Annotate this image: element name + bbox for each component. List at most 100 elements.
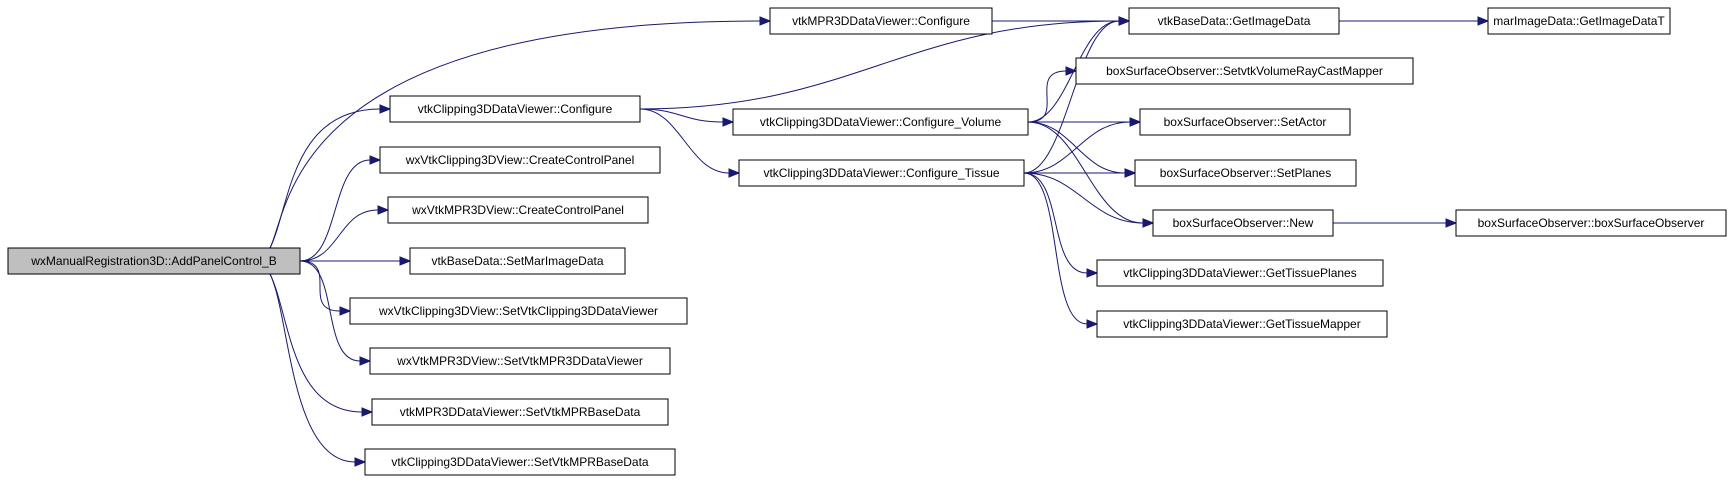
node-box [7, 247, 301, 275]
arrowhead-icon [339, 306, 352, 316]
node-label: wxManualRegistration3D::AddPanelControl_… [30, 254, 276, 268]
node-box [1134, 159, 1357, 187]
arrowhead-icon [1142, 218, 1155, 228]
edge-conf_volume-to-setplanes [1027, 121, 1137, 178]
node-setraycast[interactable]: boxSurfaceObserver::SetvtkVolumeRayCastM… [1075, 57, 1414, 85]
edge-conf_tissue-to-setactor [1023, 117, 1142, 174]
node-label: vtkClipping3DDataViewer::SetVtkMPRBaseDa… [391, 455, 649, 469]
edge-root-to-mpr_setbase [269, 273, 374, 417]
node-label: wxVtkMPR3DView::SetVtkMPR3DDataViewer [396, 354, 643, 368]
edge-root-to-clip_configure [269, 104, 392, 249]
node-bso_ctor[interactable]: boxSurfaceObserver::boxSurfaceObserver [1455, 209, 1727, 237]
edge-line [299, 159, 371, 262]
edge-line [1023, 172, 1088, 274]
node-box [1455, 209, 1727, 237]
arrowhead-icon [379, 104, 392, 114]
node-mpr_setbase[interactable]: vtkMPR3DDataViewer::SetVtkMPRBaseData [371, 398, 669, 426]
node-clip_setbase[interactable]: vtkClipping3DDataViewer::SetVtkMPRBaseDa… [364, 448, 676, 476]
node-label: boxSurfaceObserver::SetPlanes [1160, 166, 1331, 180]
edge-conf_tissue-to-gettissuemapper [1023, 172, 1099, 329]
node-label: vtkMPR3DDataViewer::Configure [792, 14, 970, 28]
node-setactor[interactable]: boxSurfaceObserver::SetActor [1139, 108, 1351, 136]
node-mpr3d_configure[interactable]: vtkMPR3DDataViewer::Configure [769, 7, 993, 35]
arrowhead-icon [399, 256, 412, 266]
arrowhead-icon [359, 356, 372, 366]
edge-line [299, 260, 341, 312]
edge-root-to-setmprviewer [299, 260, 372, 366]
edge-bso_new-to-bso_ctor [1333, 218, 1458, 228]
node-wxclip_ccp[interactable]: wxVtkClipping3DView::CreateControlPanel [379, 146, 661, 174]
node-label: boxSurfaceObserver::SetActor [1164, 115, 1327, 129]
node-label: boxSurfaceObserver::New [1173, 216, 1314, 230]
arrowhead-icon [369, 155, 382, 165]
node-box [1096, 259, 1384, 287]
edge-line [299, 260, 361, 362]
edge-conf_volume-to-bso_new [1027, 121, 1155, 228]
node-root[interactable]: wxManualRegistration3D::AddPanelControl_… [7, 247, 301, 275]
node-label: marImageData::GetImageDataT [1493, 14, 1665, 28]
arrowhead-icon [728, 168, 741, 178]
edge-conf_tissue-to-bso_new [1023, 172, 1155, 228]
edge-line [299, 209, 379, 262]
node-label: vtkMPR3DDataViewer::SetVtkMPRBaseData [400, 405, 641, 419]
node-box [1152, 209, 1334, 237]
node-clip_configure[interactable]: vtkClipping3DDataViewer::Configure [389, 95, 641, 123]
edge-root-to-wxclip_ccp [299, 155, 382, 262]
node-label: vtkClipping3DDataViewer::GetTissuePlanes [1123, 266, 1356, 280]
node-label: wxVtkClipping3DView::CreateControlPanel [405, 153, 635, 167]
edge-line [639, 20, 1120, 110]
node-label: wxVtkMPR3DView::CreateControlPanel [411, 203, 624, 217]
edge-conf_tissue-to-getimagedata [1023, 16, 1131, 174]
node-getimagedata[interactable]: vtkBaseData::GetImageData [1128, 7, 1340, 35]
edge-root-to-setmar [300, 256, 412, 266]
arrowhead-icon [377, 205, 390, 215]
edge-line [639, 108, 730, 174]
node-setclipviewer[interactable]: wxVtkClipping3DView::SetVtkClipping3DDat… [349, 297, 688, 325]
arrowhead-icon [1086, 268, 1099, 278]
node-label: boxSurfaceObserver::boxSurfaceObserver [1478, 216, 1705, 230]
arrowhead-icon [354, 457, 367, 467]
node-setmprviewer[interactable]: wxVtkMPR3DView::SetVtkMPR3DDataViewer [369, 347, 671, 375]
edge-line [1023, 172, 1088, 325]
arrowhead-icon [1065, 66, 1078, 76]
node-setplanes[interactable]: boxSurfaceObserver::SetPlanes [1134, 159, 1357, 187]
node-box [732, 108, 1029, 136]
arrowhead-icon [361, 407, 374, 417]
arrowhead-icon [759, 16, 772, 26]
edge-conf_tissue-to-gettissueplanes [1023, 172, 1099, 278]
node-bso_new[interactable]: boxSurfaceObserver::New [1152, 209, 1334, 237]
node-conf_tissue[interactable]: vtkClipping3DDataViewer::Configure_Tissu… [738, 159, 1025, 187]
node-gettissuemapper[interactable]: vtkClipping3DDataViewer::GetTissueMapper [1096, 310, 1388, 338]
arrowhead-icon [1445, 218, 1458, 228]
edge-line [269, 273, 356, 463]
node-gettissueplanes[interactable]: vtkClipping3DDataViewer::GetTissuePlanes [1096, 259, 1384, 287]
arrowhead-icon [1124, 168, 1137, 178]
node-label: boxSurfaceObserver::SetvtkVolumeRayCastM… [1106, 64, 1383, 78]
edges-layer [269, 16, 1490, 467]
node-box [409, 247, 626, 275]
edge-root-to-wxmpr_ccp [299, 205, 390, 262]
node-label: vtkClipping3DDataViewer::Configure [418, 102, 613, 116]
node-box [1096, 310, 1388, 338]
arrowhead-icon [1129, 117, 1142, 127]
edge-line [269, 108, 381, 249]
edge-conf_volume-to-setraycast [1027, 66, 1078, 123]
node-box [379, 146, 661, 174]
node-conf_volume[interactable]: vtkClipping3DDataViewer::Configure_Volum… [732, 108, 1029, 136]
node-label: vtkBaseData::SetMarImageData [431, 254, 603, 268]
node-wxmpr_ccp[interactable]: wxVtkMPR3DView::CreateControlPanel [387, 196, 649, 224]
edge-line [639, 108, 724, 123]
edge-conf_tissue-to-setplanes [1024, 168, 1137, 178]
edge-line [1023, 121, 1131, 174]
arrowhead-icon [1086, 319, 1099, 329]
node-box [389, 95, 641, 123]
node-box [387, 196, 649, 224]
node-label: vtkClipping3DDataViewer::GetTissueMapper [1123, 317, 1360, 331]
node-setmar[interactable]: vtkBaseData::SetMarImageData [409, 247, 626, 275]
edge-line [1023, 20, 1120, 174]
node-getimagedatat[interactable]: marImageData::GetImageDataT [1487, 7, 1671, 35]
arrowhead-icon [1477, 16, 1490, 26]
edge-line [269, 273, 363, 413]
arrowhead-icon [1118, 16, 1131, 26]
